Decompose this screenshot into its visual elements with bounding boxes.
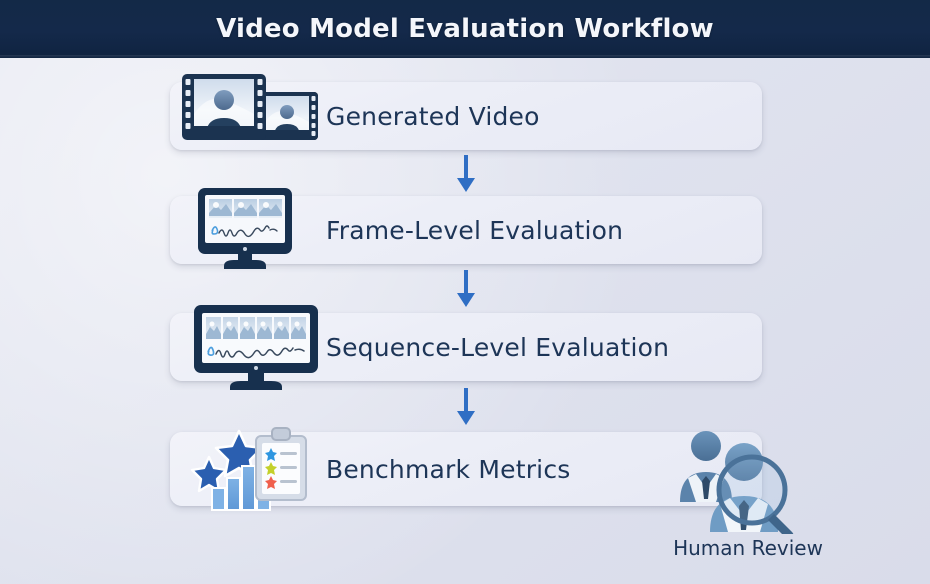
step-card-generated-video[interactable]: Generated Video — [170, 82, 762, 150]
arrow-down-icon-3 — [455, 388, 477, 426]
page-header: Video Model Evaluation Workflow — [0, 0, 930, 58]
step-label-generated-video: Generated Video — [326, 101, 540, 131]
step-label-benchmark-metrics: Benchmark Metrics — [326, 454, 571, 484]
step-label-sequence-level-evaluation: Sequence-Level Evaluation — [326, 332, 670, 362]
human-review-label: Human Review — [673, 536, 823, 560]
step-label-frame-level-evaluation: Frame-Level Evaluation — [326, 215, 624, 245]
page-title: Video Model Evaluation Workflow — [216, 14, 714, 44]
people-magnifier-icon — [668, 424, 818, 540]
step-card-sequence-level-evaluation[interactable]: Sequence-Level Evaluation — [170, 313, 762, 381]
step-card-frame-level-evaluation[interactable]: Frame-Level Evaluation — [170, 196, 762, 264]
arrow-down-icon-1 — [455, 155, 477, 193]
arrow-down-icon-2 — [455, 270, 477, 308]
human-review-annotation: Human Review — [668, 424, 828, 574]
